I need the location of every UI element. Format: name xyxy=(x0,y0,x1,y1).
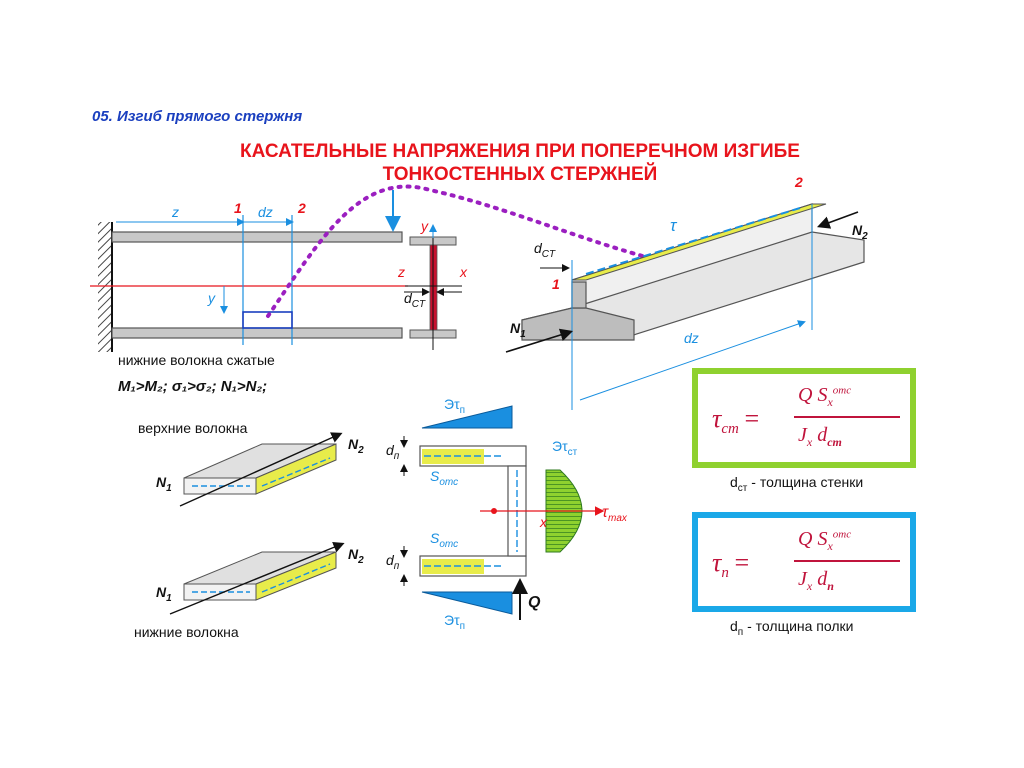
section-1-label: 1 xyxy=(234,200,242,216)
tee-section-2: 2 xyxy=(795,174,803,190)
channel-x-label: x xyxy=(540,514,547,530)
flange-thickness-top: dп xyxy=(386,442,400,462)
tee-tau-label: τ xyxy=(670,216,677,235)
i-section xyxy=(404,224,462,350)
upper-fibres-label: верхние волокна xyxy=(138,420,248,436)
tee-n2-label: N2 xyxy=(852,222,868,242)
lower-fibres-label: нижние волокна xyxy=(134,624,239,640)
tau-max-label: τmax xyxy=(602,504,627,525)
compressed-note: нижние волокна сжатые xyxy=(118,352,275,368)
tee-n1-label: N1 xyxy=(510,320,526,340)
tee-dz-label: dz xyxy=(684,330,699,346)
upper-n2-label: N2 xyxy=(348,436,364,456)
web-stress-label: Эτст xyxy=(552,438,578,458)
flange-formula: τп= Q Sxотс Jx dп xyxy=(698,518,910,606)
shear-force-label: Q xyxy=(528,594,541,611)
fixed-wall xyxy=(98,222,113,352)
lower-n2-label: N2 xyxy=(348,546,364,566)
beam-side-view xyxy=(90,190,408,345)
flange-formula-box: τп= Q Sxотс Jx dп xyxy=(692,512,916,612)
tee-beam-3d xyxy=(505,203,865,410)
relation-note: M₁>M₂; σ₁>σ₂; N₁>N₂; xyxy=(118,378,268,395)
flange-caption: dп - толщина полки xyxy=(730,618,854,638)
dz-label: dz xyxy=(258,204,273,220)
z-axis-label: z xyxy=(398,264,405,280)
detail-connector-curve xyxy=(266,184,702,318)
channel-section xyxy=(400,405,605,620)
tee-section-1: 1 xyxy=(552,276,560,292)
somc-bottom-label: Sотс xyxy=(430,530,459,550)
somc-top-label: Sотс xyxy=(430,468,459,488)
y-axis-label: y xyxy=(421,218,428,234)
section-subtitle: 05. Изгиб прямого стержня xyxy=(92,108,303,125)
title-line-1: КАСАТЕЛЬНЫЕ НАПРЯЖЕНИЯ ПРИ ПОПЕРЕЧНОМ ИЗ… xyxy=(240,141,800,162)
title-line-2: ТОНКОСТЕННЫХ СТЕРЖНЕЙ xyxy=(382,164,658,185)
page-title: КАСАТЕЛЬНЫЕ НАПРЯЖЕНИЯ ПРИ ПОПЕРЕЧНОМ ИЗ… xyxy=(180,140,860,186)
y-label: y xyxy=(208,290,215,306)
flange-thickness-bottom: dп xyxy=(386,552,400,572)
upper-n1-label: N1 xyxy=(156,474,172,494)
web-thickness-label: dCT xyxy=(404,290,426,310)
section-2-label: 2 xyxy=(298,200,306,216)
lower-n1-label: N1 xyxy=(156,584,172,604)
lower-fibres-block xyxy=(169,541,345,615)
tee-web-thickness: dCT xyxy=(534,240,556,260)
web-caption: dст - толщина стенки xyxy=(730,474,864,494)
web-formula: τст= Q Sxотс Jx dст xyxy=(698,374,910,462)
flange-stress-top-label: Эτп xyxy=(444,396,466,416)
z-label: z xyxy=(172,204,179,220)
flange-stress-bottom-label: Эτп xyxy=(444,612,466,632)
web-formula-box: τст= Q Sxотс Jx dст xyxy=(692,368,916,468)
upper-fibres-block xyxy=(179,432,343,507)
x-axis-label: x xyxy=(460,264,467,280)
